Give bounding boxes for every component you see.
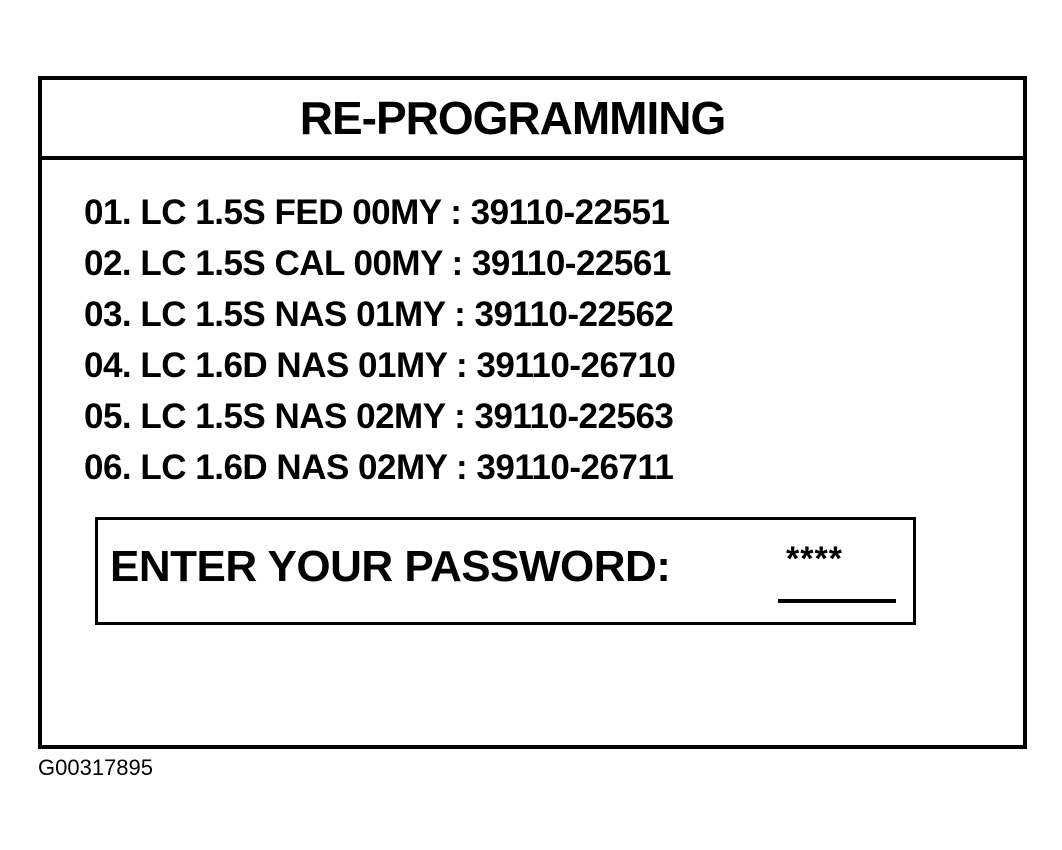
program-item-05[interactable]: 05. LC 1.5S NAS 02MY : 39110-22563 (84, 397, 674, 436)
program-item-01[interactable]: 01. LC 1.5S FED 00MY : 39110-22551 (84, 193, 670, 232)
password-input[interactable]: **** (786, 540, 843, 578)
password-underline (778, 599, 896, 603)
title-bar: RE-PROGRAMMING (42, 80, 1023, 160)
program-list: 01. LC 1.5S FED 00MY : 39110-22551 02. L… (84, 187, 676, 493)
page-title: RE-PROGRAMMING (299, 92, 727, 144)
password-label: ENTER YOUR PASSWORD: (110, 542, 671, 591)
reprogramming-screen: RE-PROGRAMMING 01. LC 1.5S FED 00MY : 39… (38, 76, 1027, 749)
program-item-02[interactable]: 02. LC 1.5S CAL 00MY : 39110-22561 (84, 244, 671, 283)
figure-id: G00317895 (38, 755, 153, 780)
program-item-03[interactable]: 03. LC 1.5S NAS 01MY : 39110-22562 (84, 295, 674, 334)
program-item-06[interactable]: 06. LC 1.6D NAS 02MY : 39110-26711 (84, 448, 674, 487)
program-item-04[interactable]: 04. LC 1.6D NAS 01MY : 39110-26710 (84, 346, 676, 385)
password-box: ENTER YOUR PASSWORD: **** (95, 517, 916, 625)
